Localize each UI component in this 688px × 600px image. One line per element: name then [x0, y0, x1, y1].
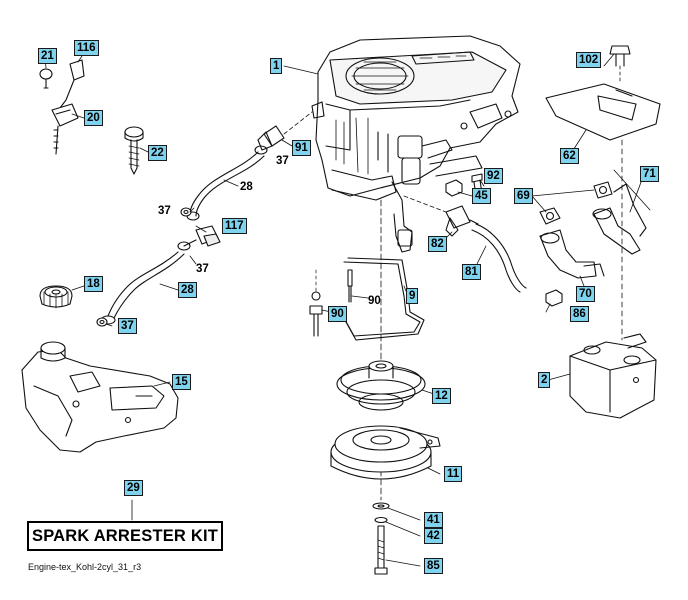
nut-45 [445, 179, 463, 197]
gasket-69 [539, 181, 613, 225]
callout-85: 85 [424, 558, 443, 574]
fuel-tank-15 [21, 341, 179, 453]
washer-42 [374, 516, 388, 524]
spark-arrester-kit-label: SPARK ARRESTER KIT [27, 521, 223, 551]
electric-clutch-11 [330, 425, 441, 480]
callout-91: 91 [292, 140, 311, 156]
exhaust-pipe-71 [592, 183, 647, 255]
callout-20: 20 [84, 110, 103, 126]
grommet-91 [257, 125, 285, 151]
callout-71: 71 [640, 166, 659, 182]
callout-18: 18 [84, 276, 103, 292]
bolt-92 [471, 173, 483, 197]
callout-2: 2 [538, 372, 551, 388]
callout-82: 82 [428, 236, 447, 252]
fuel-line-upper [186, 145, 268, 221]
callout-92: 92 [484, 168, 503, 184]
callout-1: 1 [270, 58, 283, 74]
drain-tube-81 [471, 223, 527, 293]
callout-12: 12 [432, 388, 451, 404]
callout-116: 116 [74, 40, 99, 56]
callout-11: 11 [444, 466, 463, 482]
callout-81: 81 [462, 264, 481, 280]
callout-9: 9 [406, 288, 419, 304]
callout-37-lower: 37 [118, 318, 137, 334]
callout-86: 86 [570, 306, 589, 322]
callout-45: 45 [472, 188, 491, 204]
exhaust-pipe-70 [539, 229, 605, 279]
drawing-identifier: Engine-tex_Kohl-2cyl_31_r3 [28, 562, 142, 572]
nut-86 [545, 289, 563, 307]
callout-28-lower: 28 [178, 282, 197, 298]
label-90-upper: 90 [368, 295, 381, 307]
label-28-upper: 28 [240, 181, 253, 193]
pulley-12 [336, 360, 426, 411]
callout-22: 22 [148, 145, 167, 161]
fuel-cap-18 [39, 285, 73, 309]
callout-70: 70 [576, 286, 595, 302]
callout-90-lower: 90 [328, 306, 347, 322]
bolt-85 [374, 525, 388, 575]
screw-22 [124, 126, 144, 175]
callout-29: 29 [124, 480, 143, 496]
fuel-filter-117 [177, 225, 221, 251]
washer-41 [372, 502, 390, 510]
callout-41: 41 [424, 512, 443, 528]
callout-62: 62 [560, 148, 579, 164]
clamp-37 [96, 207, 192, 327]
callout-117: 117 [222, 218, 247, 234]
screw-102 [609, 45, 631, 67]
label-37-mid: 37 [158, 205, 171, 217]
oil-drain-fitting-82 [445, 205, 479, 237]
control-rod-9 [343, 257, 425, 341]
callout-69: 69 [514, 188, 533, 204]
callout-42: 42 [424, 528, 443, 544]
throttle-control [39, 59, 85, 155]
callout-102: 102 [576, 52, 602, 68]
label-37-filter: 37 [196, 263, 209, 275]
callout-21: 21 [38, 48, 57, 64]
callout-15: 15 [172, 374, 191, 390]
bolt-90 [309, 269, 353, 337]
muffler-2 [569, 333, 657, 419]
engine-assembly [311, 35, 521, 253]
label-37-upper: 37 [276, 155, 289, 167]
heat-shield-62 [545, 83, 661, 141]
